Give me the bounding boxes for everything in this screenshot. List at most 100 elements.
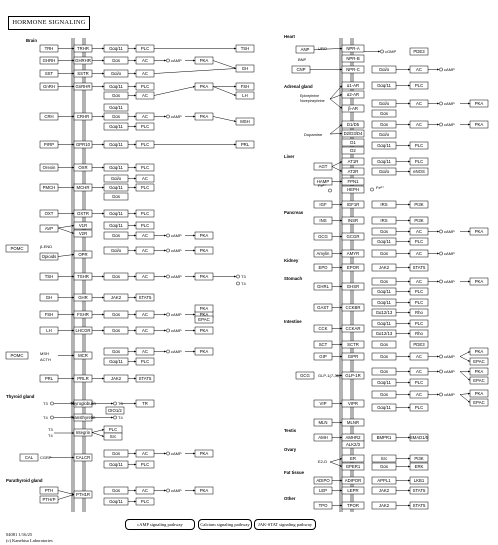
node-src[interactable]: Src	[371, 454, 397, 463]
compound-node[interactable]	[113, 401, 117, 406]
node-ac[interactable]: AC	[135, 69, 155, 78]
node-npr-b[interactable]: NPR-B	[341, 54, 365, 63]
node-ac[interactable]: AC	[409, 249, 429, 258]
node-tsh-out[interactable]: TSH	[235, 44, 255, 53]
node-ac[interactable]: AC	[135, 246, 155, 255]
node-plc[interactable]: PLC	[135, 44, 155, 53]
compound-node[interactable]	[166, 233, 170, 238]
node-insr[interactable]: INSR	[341, 216, 365, 225]
node-epac[interactable]: EPAC	[469, 398, 489, 407]
node-pomc-2[interactable]: POMC	[5, 351, 29, 360]
node-epac[interactable]: EPAC	[194, 315, 214, 324]
node-ac[interactable]: AC	[135, 326, 155, 335]
node-gast[interactable]: GAST	[313, 303, 333, 312]
node-g-q-11[interactable]: Gαq/11	[103, 163, 129, 172]
node-g-s[interactable]: Gαs	[103, 192, 129, 201]
node-g-s[interactable]: Gαs	[103, 272, 129, 281]
node-g-q-11[interactable]: Gαq/11	[371, 141, 397, 150]
node-g-i-o[interactable]: Gαi/o	[371, 130, 397, 139]
node-plc[interactable]: PLC	[409, 378, 429, 387]
node-plc[interactable]: PLC	[135, 460, 155, 469]
node-g-q-11[interactable]: Gαq/11	[103, 183, 129, 192]
node-g-s[interactable]: Gαs	[371, 249, 397, 258]
node-lh-out[interactable]: LH	[235, 91, 255, 100]
node-jak2[interactable]: JAK2	[103, 374, 129, 383]
node-g-s[interactable]: Gαs	[103, 231, 129, 240]
node-amh[interactable]: AMH	[313, 433, 333, 442]
node-pth1r[interactable]: PTH1R	[73, 490, 93, 499]
node-d1-d5[interactable]: D1/D5	[341, 120, 365, 129]
node-g-q-11[interactable]: Gαq/11	[103, 221, 129, 230]
compound-node[interactable]	[166, 274, 170, 279]
node-oxtr[interactable]: OXTR	[73, 209, 93, 218]
node-crhr[interactable]: CRHR	[73, 112, 93, 121]
node-plc[interactable]: PLC	[409, 287, 429, 296]
node-pka[interactable]: PKA	[194, 449, 214, 458]
node-mlnr[interactable]: MLNR	[341, 418, 365, 427]
node-g-s[interactable]: Gαs	[103, 310, 129, 319]
node-transthyretin[interactable]: Transthyretin	[71, 413, 97, 422]
node-gnrh[interactable]: GnRH	[39, 82, 59, 91]
node-vip[interactable]: VIP	[313, 399, 333, 408]
node-pde3[interactable]: PDE3	[409, 340, 429, 349]
node-adipor[interactable]: ADIPOR	[341, 476, 365, 485]
node-prl[interactable]: PRL	[39, 374, 59, 383]
node-ac[interactable]: AC	[135, 231, 155, 240]
node-fshr[interactable]: FSHR	[73, 310, 93, 319]
node-pka[interactable]: PKA	[469, 367, 489, 376]
compound-node[interactable]	[439, 392, 443, 397]
node-pka[interactable]: PKA	[194, 246, 214, 255]
node-pka[interactable]: PKA	[194, 56, 214, 65]
node-cckar[interactable]: CCKAR	[341, 324, 365, 333]
node-fsh[interactable]: FSH	[39, 310, 59, 319]
node-g-q-11[interactable]: Gαq/11	[103, 497, 129, 506]
compound-node[interactable]	[166, 328, 170, 333]
node-gcg[interactable]: GCG	[295, 371, 315, 380]
node-g-s[interactable]: Gαs	[371, 367, 397, 376]
node-gip[interactable]: GIP	[313, 352, 333, 361]
node-at2r[interactable]: AT2R	[341, 167, 365, 176]
node-pka[interactable]: PKA	[194, 347, 214, 356]
node-ghsr[interactable]: GHSR	[341, 282, 365, 291]
node-ac[interactable]: AC	[409, 227, 429, 236]
node-ac[interactable]: AC	[135, 174, 155, 183]
node-dio1-2[interactable]: DIO1/2	[105, 406, 125, 415]
node-plc[interactable]: PLC	[409, 298, 429, 307]
node-glp-1r[interactable]: GLP-1R	[341, 371, 365, 380]
node-at1r[interactable]: AT1R	[341, 157, 365, 166]
node-lh[interactable]: LH	[39, 326, 59, 335]
node-stat5[interactable]: STAT5	[135, 374, 155, 383]
legend-calcium-pathway[interactable]: Calcium signaling pathway	[198, 519, 252, 530]
node-pomc[interactable]: POMC	[5, 244, 29, 253]
node-ac[interactable]: AC	[409, 352, 429, 361]
node-lepr[interactable]: LEPR	[341, 486, 365, 495]
node-g-q-11[interactable]: Gαq/11	[371, 81, 397, 90]
node-v2r[interactable]: V2R	[73, 229, 93, 238]
node-alk2-3[interactable]: ALK2/3	[341, 440, 365, 449]
node-plc[interactable]: PLC	[135, 122, 155, 131]
node-pka-fsh[interactable]: PKA	[194, 304, 214, 313]
node-plc[interactable]: PLC	[135, 163, 155, 172]
node-ac[interactable]: AC	[409, 277, 429, 286]
node-ac[interactable]: AC	[409, 65, 429, 74]
node-g-i-o[interactable]: Gαi/o	[103, 246, 129, 255]
node-plc[interactable]: PLC	[135, 497, 155, 506]
node-gcgr[interactable]: GCGR	[341, 232, 365, 241]
node-ghrhr[interactable]: GHRHR	[73, 56, 93, 65]
node-ins[interactable]: INS	[313, 216, 333, 225]
node-mln[interactable]: MLN	[313, 418, 333, 427]
node-plc[interactable]: PLC	[409, 141, 429, 150]
node-plc[interactable]: PLC	[409, 81, 429, 90]
node-plc[interactable]: PLC	[135, 209, 155, 218]
node-epac[interactable]: EPAC	[469, 357, 489, 366]
node-igf1r[interactable]: IGF1R	[341, 200, 365, 209]
node-g-i-o[interactable]: Gαi/o	[103, 69, 129, 78]
node-plc[interactable]: PLC	[135, 221, 155, 230]
node-g-q-11[interactable]: Gαq/11	[103, 103, 129, 112]
node-plc[interactable]: PLC	[409, 237, 429, 246]
node-ghrh[interactable]: GHRH	[39, 56, 59, 65]
node-er[interactable]: ER	[341, 454, 365, 463]
node-amylin[interactable]: Amylin	[313, 249, 333, 258]
node-g-s[interactable]: Gαs	[103, 326, 129, 335]
node-g-q-11[interactable]: Gαq/11	[371, 378, 397, 387]
